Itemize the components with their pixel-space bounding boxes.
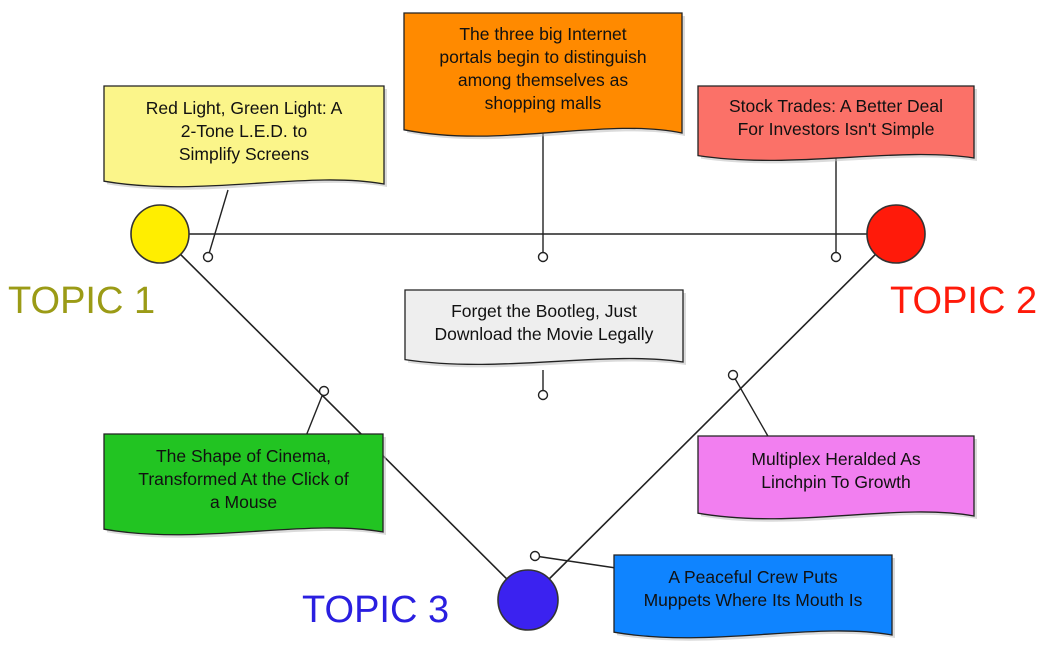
topic-2-label: TOPIC 2 [890,280,1038,322]
edge-topic1-topic3 [159,233,529,601]
note-multiplex-heralded[interactable]: Multiplex Heralded As Linchpin To Growth [751,449,921,492]
connector-shape-of-cinema [305,390,325,437]
note-shape-internet-portals [403,12,683,137]
note-peaceful-crew[interactable]: A Peaceful Crew Puts Muppets Where Its M… [643,567,863,610]
note-shape-of-cinema[interactable]: The Shape of Cinema, Transformed At the … [138,445,349,512]
anchor-internet-portals [537,251,549,263]
note-shape-red-light [103,85,385,188]
anchor-shape-of-cinema [318,385,330,397]
note-shape-stock-trades [697,85,975,162]
note-shape-peaceful-crew [613,554,893,639]
note-stock-trades[interactable]: Stock Trades: A Better Deal For Investor… [729,96,943,139]
connector-multiplex [732,374,770,439]
note-shape-shape-of-cinema [103,433,384,536]
topic-2-node [866,204,926,264]
edge-topic2-topic3 [527,233,897,601]
anchor-red-light [202,251,214,263]
topic-3-label: TOPIC 3 [302,589,450,631]
connector-red-light [207,189,229,258]
note-red-light-green-light[interactable]: Red Light, Green Light: A 2-Tone L.E.D. … [145,97,343,164]
anchor-stock-trades [830,251,842,263]
anchor-multiplex [727,369,739,381]
topic-1-label: TOPIC 1 [8,280,156,322]
topic-1-node [130,204,190,264]
note-shape-forget-bootleg [404,289,684,366]
note-internet-portals[interactable]: The three big Internet portals begin to … [439,24,647,113]
topic-3-node [497,569,559,631]
anchor-forget-bootleg [537,389,549,401]
note-shape-multiplex [697,435,975,520]
note-forget-the-bootleg[interactable]: Forget the Bootleg, Just Download the Mo… [434,301,654,344]
anchor-peaceful-crew [529,550,541,562]
connector-peaceful-crew [534,555,617,569]
